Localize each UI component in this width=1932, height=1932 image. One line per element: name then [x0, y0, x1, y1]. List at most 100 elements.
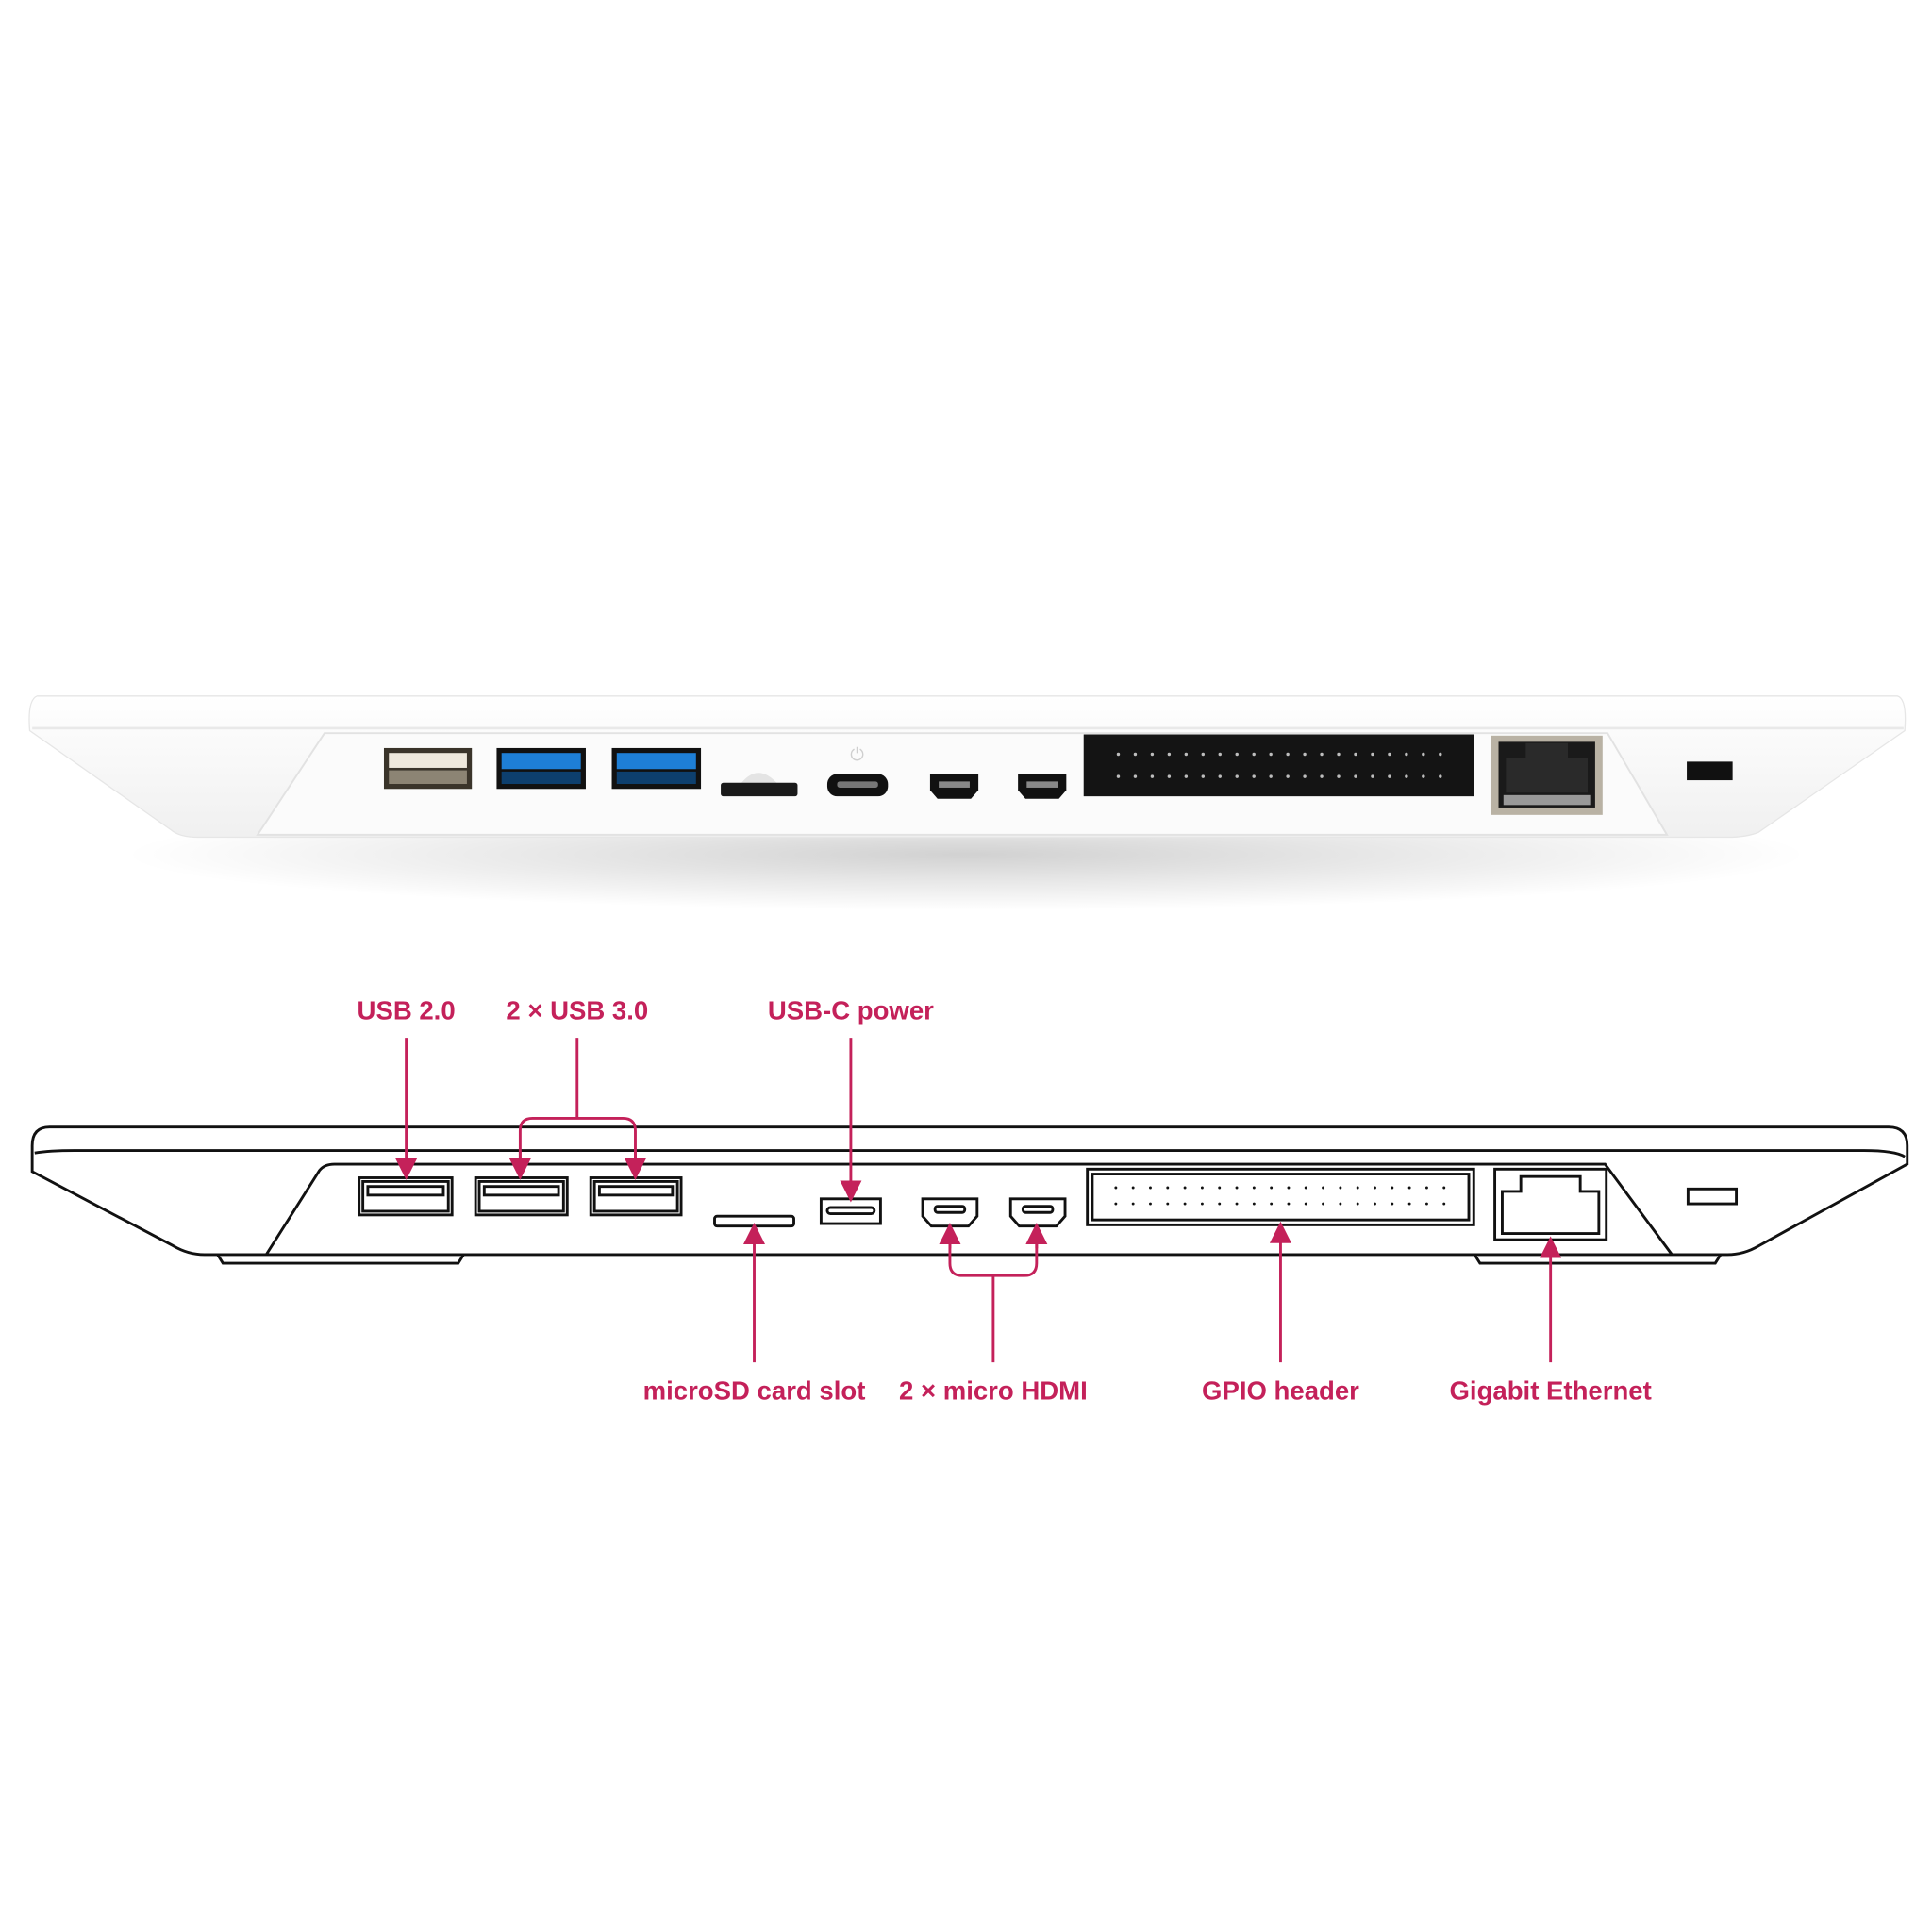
usb2-port-drawing: [358, 1176, 454, 1217]
gpio-pin: [1149, 1186, 1152, 1190]
gpio-pin: [1116, 752, 1121, 757]
usbc-port-drawing: [819, 1197, 882, 1225]
gpio-pin: [1252, 752, 1256, 757]
microsd-slot-photo: [721, 773, 798, 797]
label-usb2: USB 2.0: [358, 995, 456, 1024]
microsd-slot-drawing: [713, 1214, 795, 1228]
gpio-pin: [1388, 752, 1391, 757]
usb3-port-drawing-1: [474, 1176, 569, 1217]
usb3-arrow: [518, 1038, 637, 1170]
gpio-pin: [1422, 752, 1425, 757]
gpio-pin: [1388, 774, 1391, 778]
hdmi-arrow: [948, 1233, 1039, 1363]
gpio-header-drawing: [1086, 1167, 1475, 1226]
gpio-pin: [1252, 774, 1256, 778]
gpio-pin: [1116, 774, 1121, 778]
gpio-pin: [1252, 1186, 1256, 1190]
label-usbc-power: USB-C power: [768, 995, 934, 1024]
gpio-pin: [1303, 774, 1307, 778]
gpio-pin: [1167, 752, 1172, 757]
gpio-pin: [1133, 752, 1138, 757]
kensington-slot-photo: [1687, 761, 1733, 781]
gpio-pin: [1218, 752, 1222, 757]
label-ethernet: Gigabit Ethernet: [1450, 1375, 1652, 1405]
gpio-pin: [1354, 752, 1357, 757]
gpio-pin: [1371, 752, 1374, 757]
gpio-pin: [1287, 1202, 1291, 1206]
gpio-pin: [1200, 1202, 1204, 1206]
kensington-slot-drawing: [1686, 1187, 1739, 1206]
gpio-pin: [1184, 752, 1189, 757]
gpio-pin: [1442, 1202, 1446, 1206]
gpio-pin: [1149, 1202, 1152, 1206]
gpio-pin: [1218, 774, 1222, 778]
label-microsd: microSD card slot: [643, 1375, 866, 1405]
gpio-pin: [1201, 752, 1206, 757]
device-photo: ⏻: [28, 695, 1907, 910]
gpio-pin: [1218, 1202, 1222, 1206]
gpio-pin: [1131, 1186, 1135, 1190]
gpio-pin: [1303, 752, 1307, 757]
gpio-pin: [1320, 752, 1324, 757]
gpio-pin: [1235, 752, 1239, 757]
gpio-pin: [1200, 1186, 1204, 1190]
gpio-pin: [1235, 1202, 1239, 1206]
gpio-pin: [1218, 1186, 1222, 1190]
gpio-pin: [1320, 774, 1324, 778]
gpio-pin: [1131, 1202, 1135, 1206]
gpio-pin: [1322, 1202, 1325, 1206]
gpio-pin: [1439, 752, 1442, 757]
gpio-pin: [1183, 1186, 1187, 1190]
gpio-pin: [1356, 1202, 1359, 1206]
gpio-pin: [1166, 1186, 1170, 1190]
gpio-pin: [1405, 774, 1408, 778]
label-micro-hdmi: 2 × micro HDMI: [899, 1375, 1088, 1405]
gpio-pin: [1424, 1202, 1428, 1206]
gpio-pin: [1114, 1186, 1118, 1190]
ethernet-port-photo: [1491, 735, 1603, 815]
gpio-pin: [1166, 1202, 1170, 1206]
gpio-pin: [1407, 1202, 1411, 1206]
gpio-pin: [1439, 774, 1442, 778]
gpio-pin: [1337, 774, 1341, 778]
callouts: [395, 1038, 1562, 1363]
gpio-pin: [1184, 774, 1189, 778]
gpio-pin: [1183, 1202, 1187, 1206]
gpio-pin: [1133, 774, 1138, 778]
gpio-pin: [1269, 774, 1273, 778]
usb3-port-photo-1: [496, 747, 586, 790]
label-usb3: 2 × USB 3.0: [506, 995, 648, 1024]
gpio-pin: [1235, 1186, 1239, 1190]
gpio-header-photo: [1083, 734, 1474, 797]
gpio-pin: [1270, 1202, 1274, 1206]
gpio-pin: [1304, 1202, 1307, 1206]
gpio-pin: [1286, 752, 1290, 757]
diagram-top-edge: [34, 1149, 1906, 1158]
gpio-pin: [1371, 774, 1374, 778]
gpio-pin: [1114, 1202, 1118, 1206]
gpio-pin: [1339, 1186, 1342, 1190]
gpio-pin: [1150, 752, 1155, 757]
gpio-pin: [1286, 774, 1290, 778]
ethernet-port-drawing: [1493, 1167, 1608, 1241]
gpio-pin: [1287, 1186, 1291, 1190]
gpio-pin: [1374, 1186, 1376, 1190]
diagram-port-panel: [265, 1162, 1674, 1256]
device-line-drawing: [30, 1125, 1909, 1265]
micro-hdmi-port-photo-1: [929, 774, 979, 799]
usbc-port-photo: ⏻: [826, 745, 889, 797]
gpio-pin: [1167, 774, 1172, 778]
gpio-pin: [1374, 1202, 1376, 1206]
gpio-pin: [1270, 1186, 1274, 1190]
gpio-pin: [1322, 1186, 1325, 1190]
gpio-pin: [1405, 752, 1408, 757]
gpio-pin: [1337, 752, 1341, 757]
gpio-pin: [1391, 1202, 1394, 1206]
gpio-pin: [1407, 1186, 1411, 1190]
gpio-pin: [1150, 774, 1155, 778]
gpio-pin: [1442, 1186, 1446, 1190]
micro-hdmi-port-drawing-2: [1008, 1197, 1067, 1228]
gpio-pin: [1356, 1186, 1359, 1190]
usb2-port-photo: [383, 747, 473, 790]
micro-hdmi-port-drawing-1: [921, 1197, 979, 1228]
